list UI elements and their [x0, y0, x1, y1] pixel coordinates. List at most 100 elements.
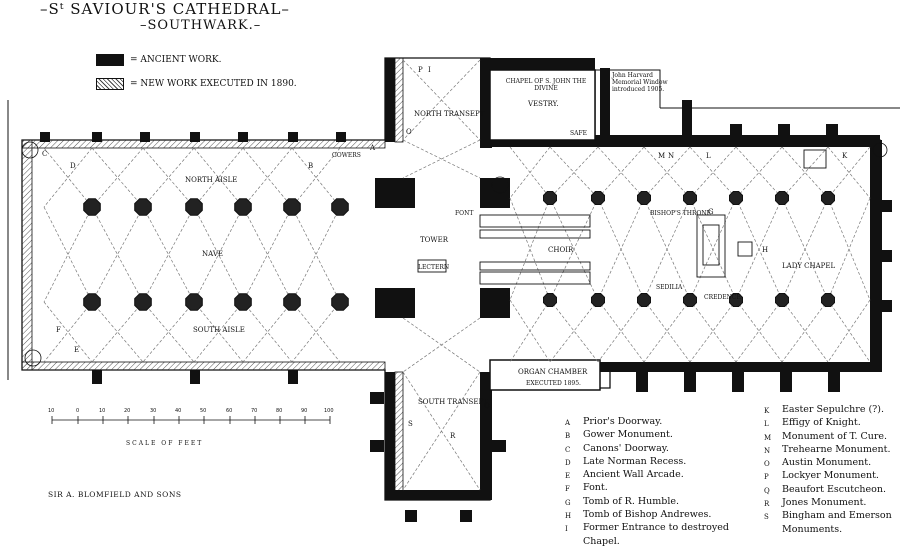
- scale-tick-1: 10: [48, 408, 54, 414]
- pier: [283, 293, 301, 311]
- plan-letter-s: S: [408, 420, 413, 428]
- choir-stalls: [417, 149, 827, 285]
- plan-letter-o: O: [406, 128, 412, 136]
- vault-rib: [735, 146, 783, 199]
- pier: [637, 191, 651, 205]
- scale-tick-7: 50: [200, 408, 206, 414]
- vault-rib: [781, 146, 829, 199]
- label-font: FONT: [455, 210, 474, 217]
- vault-rib: [597, 146, 645, 199]
- vault-rib: [827, 146, 871, 199]
- label-gowers: GOWERS: [332, 152, 361, 159]
- pier: [821, 191, 835, 205]
- vault-rib: [549, 146, 599, 199]
- label-south-aisle: SOUTH AISLE: [193, 326, 245, 334]
- plan-letter-d: D: [70, 162, 76, 170]
- vault-rib: [43, 206, 93, 303]
- vault-rib: [242, 206, 293, 303]
- vault-rib: [43, 147, 93, 208]
- plan-letter-m: M: [658, 152, 666, 160]
- label-organ-chamber: ORGAN CHAMBER: [518, 368, 588, 376]
- pier: [134, 198, 152, 216]
- label-sedilia: SEDILIA: [656, 284, 683, 291]
- vault-rib: [43, 301, 93, 363]
- plan-letter-e: E: [74, 346, 80, 354]
- vault-rib: [549, 197, 599, 301]
- plan-letter-c: C: [42, 150, 48, 158]
- vault-rib: [142, 206, 195, 303]
- scale-tick-12: 100: [324, 408, 334, 414]
- vault-rib: [643, 146, 691, 199]
- vault-rib: [91, 147, 144, 208]
- label-north-aisle: NORTH AISLE: [185, 176, 238, 184]
- plan-letter-h: H: [762, 246, 769, 254]
- pier: [683, 293, 697, 307]
- scale-tick-4: 20: [124, 408, 130, 414]
- vault-rib: [291, 301, 341, 363]
- scale-tick-9: 70: [251, 408, 257, 414]
- vault-rib: [643, 299, 691, 363]
- vault-rib: [91, 301, 144, 363]
- outer-walls: [7, 57, 900, 501]
- pier: [234, 198, 252, 216]
- vault-rib: [402, 59, 481, 141]
- pier: [234, 293, 252, 311]
- vault-rib: [193, 206, 244, 303]
- vault-rib: [402, 371, 481, 491]
- pier: [775, 293, 789, 307]
- stairs: [21, 141, 888, 367]
- pier: [185, 293, 203, 311]
- legend-new-work: = NEW WORK EXECUTED IN 1890.: [96, 78, 297, 90]
- vault-rib: [242, 147, 293, 208]
- vault-rib: [193, 147, 244, 208]
- ancient-walls: [375, 58, 882, 500]
- vault-rib: [291, 301, 341, 363]
- plan-letter-g: G: [708, 208, 714, 216]
- pier: [83, 198, 101, 216]
- architect-credit: SIR A. BLOMFIELD AND SONS: [48, 490, 182, 499]
- buttresses: [40, 68, 892, 522]
- pier: [543, 293, 557, 307]
- vault-rib: [827, 146, 871, 199]
- pier: [331, 198, 349, 216]
- pier: [775, 191, 789, 205]
- vault-rib: [643, 299, 691, 363]
- vault-rib: [142, 301, 195, 363]
- vault-rib: [643, 146, 691, 199]
- key-row: Chapel.: [583, 535, 620, 547]
- plan-letter-i: I: [428, 66, 431, 74]
- pier: [331, 293, 349, 311]
- vault-rib: [689, 146, 737, 199]
- vault-rib: [291, 206, 341, 303]
- label-south-transept: SOUTH TRANSEPT: [418, 398, 488, 406]
- plan-letter-r: R: [450, 432, 456, 440]
- vault-rib: [735, 299, 783, 363]
- vault-rib: [242, 147, 293, 208]
- vault-rib: [827, 299, 871, 363]
- plan-letter-q: Q: [484, 402, 490, 410]
- pier: [591, 293, 605, 307]
- vault-rib: [91, 206, 144, 303]
- plan-title: –Sᵗ SAVIOUR'S CATHEDRAL–: [40, 0, 290, 18]
- label-tower: TOWER: [420, 236, 448, 244]
- label-lady-chapel: LADY CHAPEL: [782, 262, 836, 270]
- plan-letter-f: F: [56, 326, 61, 334]
- vault-rib: [193, 301, 244, 363]
- plan-letter-p: P: [418, 66, 423, 74]
- vault-rib: [291, 147, 341, 208]
- vault-rib: [142, 147, 195, 208]
- scale-tick-5: 30: [150, 408, 156, 414]
- vault-rib: [549, 299, 599, 363]
- plan-letter-l: L: [706, 152, 711, 160]
- vault-rib: [509, 146, 551, 199]
- plan-letter-n: N: [668, 152, 675, 160]
